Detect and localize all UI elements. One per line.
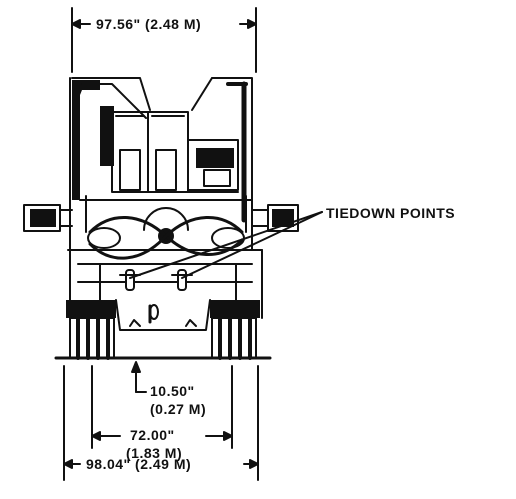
vehicle-body	[23, 77, 299, 360]
tiedown-points-label: TIEDOWN POINTS	[326, 205, 455, 221]
right-tires	[210, 300, 260, 360]
overall-width-label: 98.04" (2.49 M)	[86, 456, 191, 472]
tiedown-leaders	[129, 211, 323, 279]
top-width-dimension	[71, 7, 257, 73]
ground-clearance-dimension	[131, 361, 147, 393]
overall-width-dimension	[63, 365, 259, 481]
track-center-dimension	[91, 365, 233, 449]
ground-clearance-label-line1: 10.50"	[150, 383, 195, 399]
ground-clearance-label-line2: (0.27 M)	[150, 401, 206, 417]
track-center-label-line2: (1.83 M)	[126, 445, 182, 461]
left-tires	[66, 300, 116, 360]
track-center-label-line1: 72.00"	[130, 427, 175, 443]
top-width-label: 97.56" (2.48 M)	[96, 16, 201, 32]
